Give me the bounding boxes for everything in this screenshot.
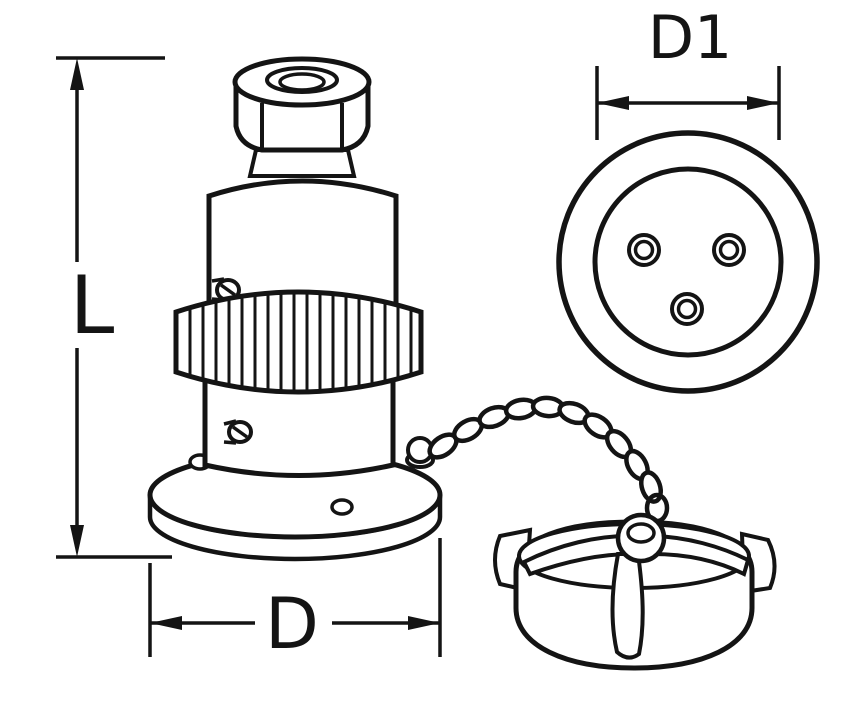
connector-body-lower (202, 378, 396, 478)
arrowhead-up (70, 58, 84, 90)
cable-entry-inner (278, 72, 326, 92)
mounting-flange (147, 450, 443, 562)
arrowhead-down (70, 525, 84, 557)
upper-cylinder (206, 178, 399, 315)
connector-body-upper (206, 178, 399, 315)
contact-pin (627, 233, 661, 267)
lower-cylinder (202, 378, 396, 478)
knurl-lines (188, 292, 413, 392)
cap-wing-front (610, 552, 645, 660)
dimension-l: L (56, 56, 172, 559)
chain-anchor (405, 436, 435, 469)
top-hex-nut (232, 56, 372, 153)
dimension-label-d: D (265, 583, 319, 665)
connector-side-view (147, 56, 443, 562)
contact-pin (670, 292, 704, 326)
contact-pin (712, 233, 746, 267)
knurled-locking-ring (173, 289, 424, 395)
dimension-label-l: L (70, 259, 115, 352)
face-inner-ring (592, 166, 784, 358)
cap-wing-right (649, 533, 751, 577)
flange-hole (330, 498, 354, 516)
dimension-d: D (148, 538, 442, 665)
dimension-d1: D1 (595, 3, 781, 140)
dimension-label-d1: D1 (648, 3, 732, 73)
set-screw (223, 419, 253, 445)
chain (405, 395, 663, 504)
chain-links (427, 395, 663, 504)
connector-face-view (556, 130, 820, 394)
nut-neck (247, 148, 357, 178)
cap-turn-knob (615, 512, 667, 564)
cap-turn-knob-inner (626, 522, 656, 544)
protective-cap (493, 492, 777, 671)
